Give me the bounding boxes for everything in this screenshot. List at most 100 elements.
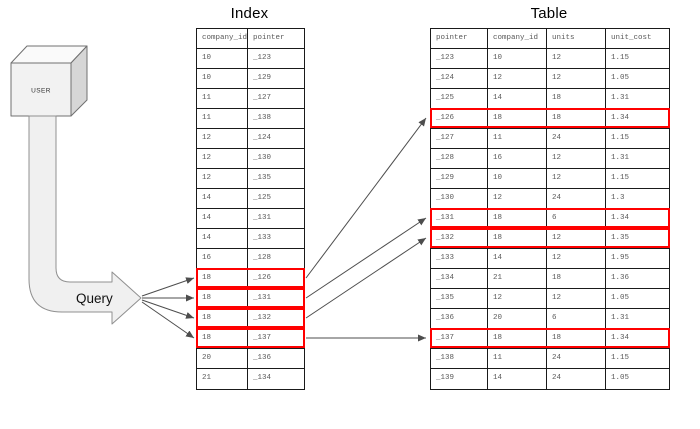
cell-pointer: _129 [431, 169, 488, 188]
cell-pointer: _123 [431, 49, 488, 68]
cell-pointer: _125 [253, 194, 272, 202]
cell-pointer: _131 [253, 294, 272, 302]
cell-units: 24 [547, 189, 606, 208]
cell-unit_cost: 1.34 [611, 334, 630, 342]
cell-units: 6 [547, 209, 606, 228]
cell-pointer: _132 [431, 229, 488, 248]
query-fan-arrow-1 [141, 277, 195, 297]
cell-company_id: 11 [488, 349, 547, 368]
cell-company_id: 10 [197, 69, 248, 88]
column-header-units: units [547, 29, 606, 48]
cell-pointer: _123 [253, 54, 272, 62]
cell-unit_cost: 1.05 [611, 374, 630, 382]
query-fan-arrow-4 [141, 301, 195, 339]
cell-units: 18 [547, 89, 606, 108]
header-row: company_id pointer [197, 29, 304, 49]
cell-company_id: 18 [488, 329, 547, 348]
user-label: USER [31, 88, 51, 95]
cell-unit_cost: 1.36 [611, 274, 630, 282]
cell-company_id: 18 [488, 229, 547, 248]
cell-unit_cost: 1.15 [611, 134, 630, 142]
cell-units: 12 [547, 249, 606, 268]
cell-pointer: _124 [431, 69, 488, 88]
cell-company_id: 12 [488, 189, 547, 208]
table-row: 10 _123 [197, 49, 304, 69]
cube-top-face [10, 45, 88, 64]
index-to-table-arrow-126 [305, 117, 427, 279]
cell-company_id: 18 [197, 289, 248, 308]
cell-unit_cost: 1.15 [611, 174, 630, 182]
cell-pointer: _126 [431, 109, 488, 128]
cell-unit_cost: 1.35 [611, 234, 630, 242]
cell-pointer: _138 [431, 349, 488, 368]
cell-pointer: _135 [431, 289, 488, 308]
cell-company_id: 21 [488, 269, 547, 288]
cell-pointer: _131 [431, 209, 488, 228]
cell-unit_cost: 1.15 [611, 54, 630, 62]
cell-unit_cost: 1.31 [611, 314, 630, 322]
cell-company_id: 20 [488, 309, 547, 328]
cell-company_id: 14 [488, 89, 547, 108]
cell-units: 24 [547, 129, 606, 148]
cell-company_id: 18 [197, 309, 248, 328]
cell-company_id: 12 [197, 129, 248, 148]
table-row: 21_134 [197, 369, 304, 389]
cell-company_id: 11 [197, 89, 248, 108]
cell-company_id: 10 [197, 49, 248, 68]
cell-pointer: _133 [431, 249, 488, 268]
column-header-company_id: company_id [197, 29, 248, 48]
index-title: Index [230, 5, 269, 22]
cell-company_id: 12 [488, 69, 547, 88]
cell-pointer: _127 [431, 129, 488, 148]
cell-company_id: 14 [197, 209, 248, 228]
cell-units: 12 [547, 289, 606, 308]
table-row: 12_130 [197, 149, 304, 169]
cell-company_id: 14 [197, 189, 248, 208]
cell-pointer: _130 [253, 154, 272, 162]
table-row: 18 _131 [196, 288, 305, 309]
cell-units: 12 [547, 169, 606, 188]
cell-pointer: _137 [431, 329, 488, 348]
table-row: 14_133 [197, 229, 304, 249]
cell-pointer: _135 [253, 174, 272, 182]
cell-pointer: _124 [253, 134, 272, 142]
cell-units: 24 [547, 349, 606, 368]
cube-right-face [70, 45, 88, 117]
cell-company_id: 10 [488, 169, 547, 188]
cell-pointer: _137 [253, 334, 272, 342]
cell-units: 12 [547, 229, 606, 248]
cell-company_id: 14 [488, 369, 547, 389]
cell-pointer: _129 [253, 74, 272, 82]
table-row: 20_136 [197, 349, 304, 369]
cell-pointer: _131 [253, 214, 272, 222]
cell-pointer: _127 [253, 94, 272, 102]
table-row: 18_137 [196, 328, 305, 349]
cell-company_id: 21 [197, 369, 248, 389]
cell-units: 18 [547, 269, 606, 288]
cell-units: 18 [547, 109, 606, 128]
query-label: Query [76, 291, 113, 306]
cell-pointer: _126 [253, 274, 272, 282]
cell-unit_cost: 1.05 [611, 74, 630, 82]
cell-company_id: 20 [197, 349, 248, 368]
table-row: 12 _124 [197, 129, 304, 149]
cell-pointer: _130 [431, 189, 488, 208]
cell-unit_cost: 1.05 [611, 294, 630, 302]
cell-pointer: _134 [431, 269, 488, 288]
column-header-pointer: pointer [253, 34, 285, 42]
cell-pointer: _138 [253, 114, 272, 122]
cell-units: 24 [547, 369, 606, 389]
cell-company_id: 18 [197, 269, 248, 288]
